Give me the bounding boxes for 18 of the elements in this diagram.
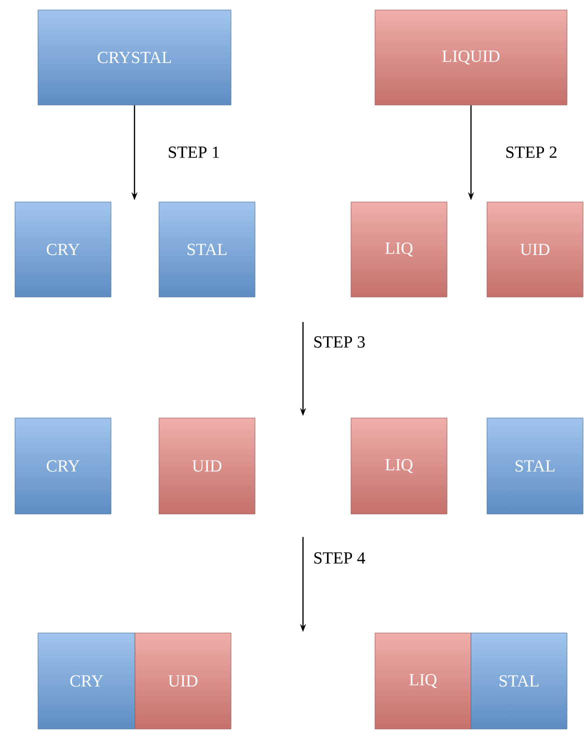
block-box: CRY: [38, 632, 136, 730]
block-box: LIQ: [350, 202, 448, 298]
block-box: UID: [134, 632, 232, 730]
block-box: STAL: [158, 202, 256, 298]
block-box: CRYSTAL: [38, 10, 232, 106]
block-box: LIQ: [350, 418, 448, 514]
block-box: STAL: [486, 418, 584, 514]
block-box: UID: [158, 418, 256, 514]
block-box: CRY: [14, 202, 112, 298]
edge-label: STEP 1: [168, 146, 219, 158]
block-box: STAL: [470, 632, 568, 730]
block-box: CRY: [14, 418, 112, 514]
step-label: STEP 4: [314, 552, 366, 564]
edge-label: STEP 2: [506, 146, 556, 158]
block-box: UID: [486, 202, 584, 298]
step-label: STEP 3: [314, 336, 365, 348]
block-box: LIQUID: [374, 10, 568, 106]
block-box: LIQ: [374, 632, 472, 730]
